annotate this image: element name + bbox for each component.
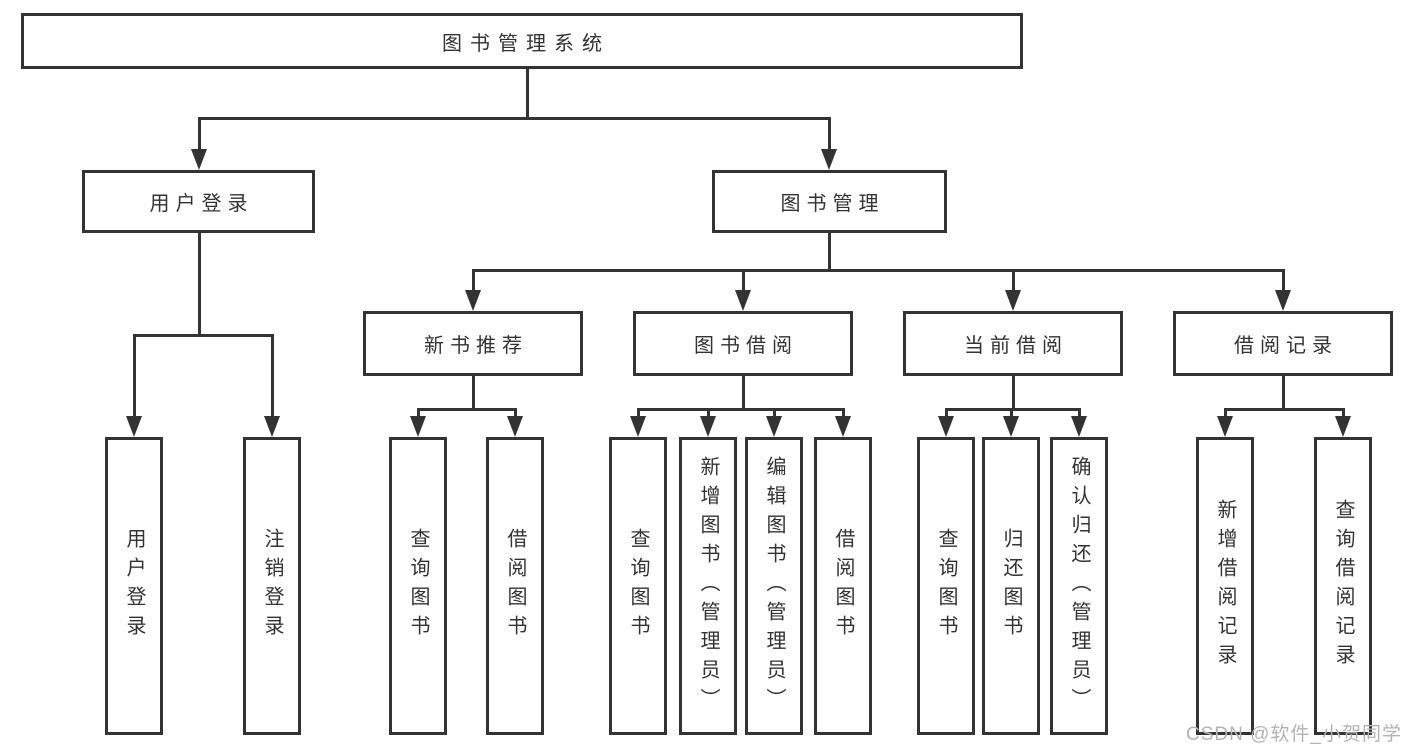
node-label: 当前借阅 [964, 335, 1068, 357]
leaf-label: 查询图书 [627, 528, 649, 644]
leaf-query-books-current: 查询图书 [917, 437, 975, 735]
node-new-book-recommend: 新书推荐 [363, 311, 583, 376]
arrowhead [264, 416, 280, 437]
connector-line [132, 335, 136, 418]
leaf-label: 确认归还（管理员） [1068, 455, 1090, 717]
arrowhead [1217, 416, 1233, 437]
node-label: 新书推荐 [424, 335, 528, 357]
connector-line [1341, 409, 1345, 418]
leaf-label: 查询图书 [935, 528, 957, 644]
connector-line [132, 333, 274, 337]
connector-line [416, 407, 517, 411]
arrowhead [465, 290, 481, 311]
leaf-label: 归还图书 [1000, 528, 1022, 644]
leaf-borrow-books: 借阅图书 [814, 437, 872, 735]
node-borrow-records: 借阅记录 [1173, 311, 1393, 376]
leaf-edit-books-admin: 编辑图书（管理员） [745, 437, 803, 735]
node-user-login: 用户登录 [82, 170, 315, 233]
leaf-confirm-return-admin: 确认归还（管理员） [1050, 437, 1108, 735]
node-label: 图书管理系统 [442, 32, 610, 55]
connector-line [416, 409, 420, 418]
arrowhead [1003, 416, 1019, 437]
connector-line [197, 118, 201, 151]
leaf-add-borrow-record: 新增借阅记录 [1196, 437, 1254, 735]
leaf-label: 用户登录 [123, 528, 145, 644]
leaf-label: 借阅图书 [504, 528, 526, 644]
connector-line [471, 268, 1285, 272]
node-label: 图书借阅 [694, 335, 798, 357]
connector-line [471, 270, 475, 292]
connector-line [1223, 409, 1227, 418]
connector-line [471, 376, 475, 409]
node-label: 借阅记录 [1234, 335, 1338, 357]
leaf-return-books: 归还图书 [982, 437, 1040, 735]
leaf-label: 新增图书（管理员） [697, 455, 719, 717]
connector-line [1009, 409, 1013, 418]
arrowhead [507, 416, 523, 437]
arrowhead [1275, 290, 1291, 311]
leaf-query-borrow-record: 查询借阅记录 [1314, 437, 1372, 735]
connector-line [944, 409, 948, 418]
connector-line [741, 376, 745, 409]
arrowhead [700, 416, 716, 437]
connector-line [741, 270, 745, 292]
arrowhead [191, 149, 207, 170]
leaf-user-login: 用户登录 [105, 437, 163, 735]
arrowhead [735, 290, 751, 311]
arrowhead [1005, 290, 1021, 311]
connector-line [772, 409, 776, 418]
leaf-label: 查询借阅记录 [1332, 499, 1354, 673]
connector-line [1077, 409, 1081, 418]
arrowhead [410, 416, 426, 437]
leaf-label: 查询图书 [407, 528, 429, 644]
leaf-query-books-recommend: 查询图书 [389, 437, 447, 735]
leaf-label: 编辑图书（管理员） [763, 455, 785, 717]
leaf-label: 新增借阅记录 [1214, 499, 1236, 673]
leaf-add-books-admin: 新增图书（管理员） [679, 437, 737, 735]
node-current-borrow: 当前借阅 [903, 311, 1123, 376]
arrowhead [766, 416, 782, 437]
connector-line [827, 118, 831, 151]
arrowhead [835, 416, 851, 437]
connector-line [636, 409, 640, 418]
leaf-label: 注销登录 [261, 528, 283, 644]
connector-line [1223, 407, 1345, 411]
leaf-borrow-books-recommend: 借阅图书 [486, 437, 544, 735]
connector-line [827, 233, 831, 270]
leaf-query-books-borrow: 查询图书 [609, 437, 667, 735]
connector-line [197, 233, 201, 335]
arrowhead [126, 416, 142, 437]
connector-line [944, 407, 1081, 411]
connector-line [841, 409, 845, 418]
arrowhead [821, 149, 837, 170]
connector-line [1011, 270, 1015, 292]
connector-line [1281, 376, 1285, 409]
connector-line [513, 409, 517, 418]
watermark: CSDN @软件_小贺同学 [1186, 724, 1402, 745]
connector-line [706, 409, 710, 418]
connector-line [197, 116, 831, 120]
arrowhead [1335, 416, 1351, 437]
connector-line [525, 69, 529, 118]
arrowhead [1071, 416, 1087, 437]
leaf-logout: 注销登录 [243, 437, 301, 735]
connector-line [636, 407, 845, 411]
node-book-management: 图书管理 [712, 170, 947, 233]
connector-line [1011, 376, 1015, 409]
node-root: 图书管理系统 [21, 13, 1023, 69]
connector-line [1281, 270, 1285, 292]
node-book-borrow: 图书借阅 [633, 311, 853, 376]
node-label: 用户登录 [149, 193, 254, 215]
node-label: 图书管理 [780, 193, 885, 215]
leaf-label: 借阅图书 [832, 528, 854, 644]
connector-line [270, 335, 274, 418]
arrowhead [938, 416, 954, 437]
arrowhead [630, 416, 646, 437]
